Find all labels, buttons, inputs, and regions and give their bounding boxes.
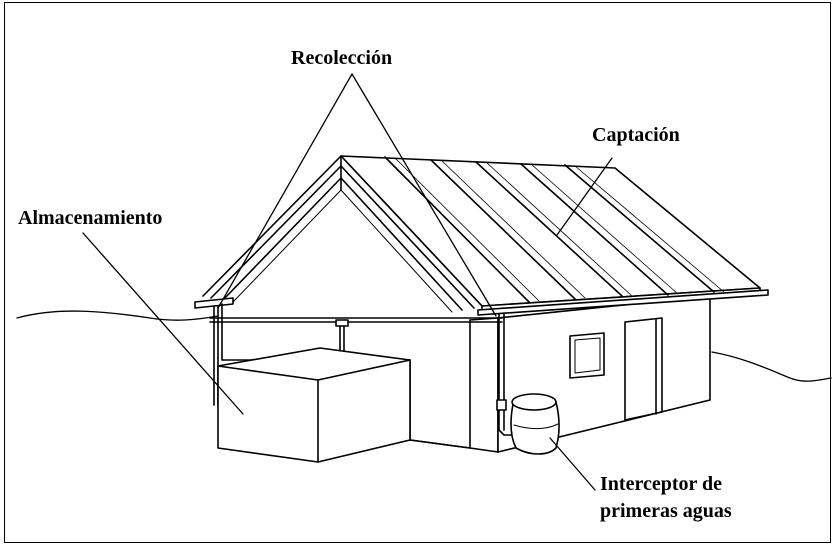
gable [202,155,483,313]
label-storage: Almacenamiento [18,207,163,229]
storage-tank [217,347,411,463]
leader-storage [82,232,244,415]
label-interceptor-line2: primeras aguas [600,500,732,522]
ground-line-left [16,310,219,321]
ground-line-right [711,351,832,382]
first-flush-barrel [510,393,560,455]
leader-collection-right [351,73,497,317]
label-collection: Recolección [291,47,393,69]
leader-interceptor [549,437,596,491]
leader-lines [82,73,613,491]
leader-collection-left [217,73,353,309]
leader-catchment [556,157,613,236]
label-interceptor-line1: Interceptor de [600,473,723,495]
gutter-collection-system [194,289,769,436]
label-catchment: Captación [592,124,680,146]
